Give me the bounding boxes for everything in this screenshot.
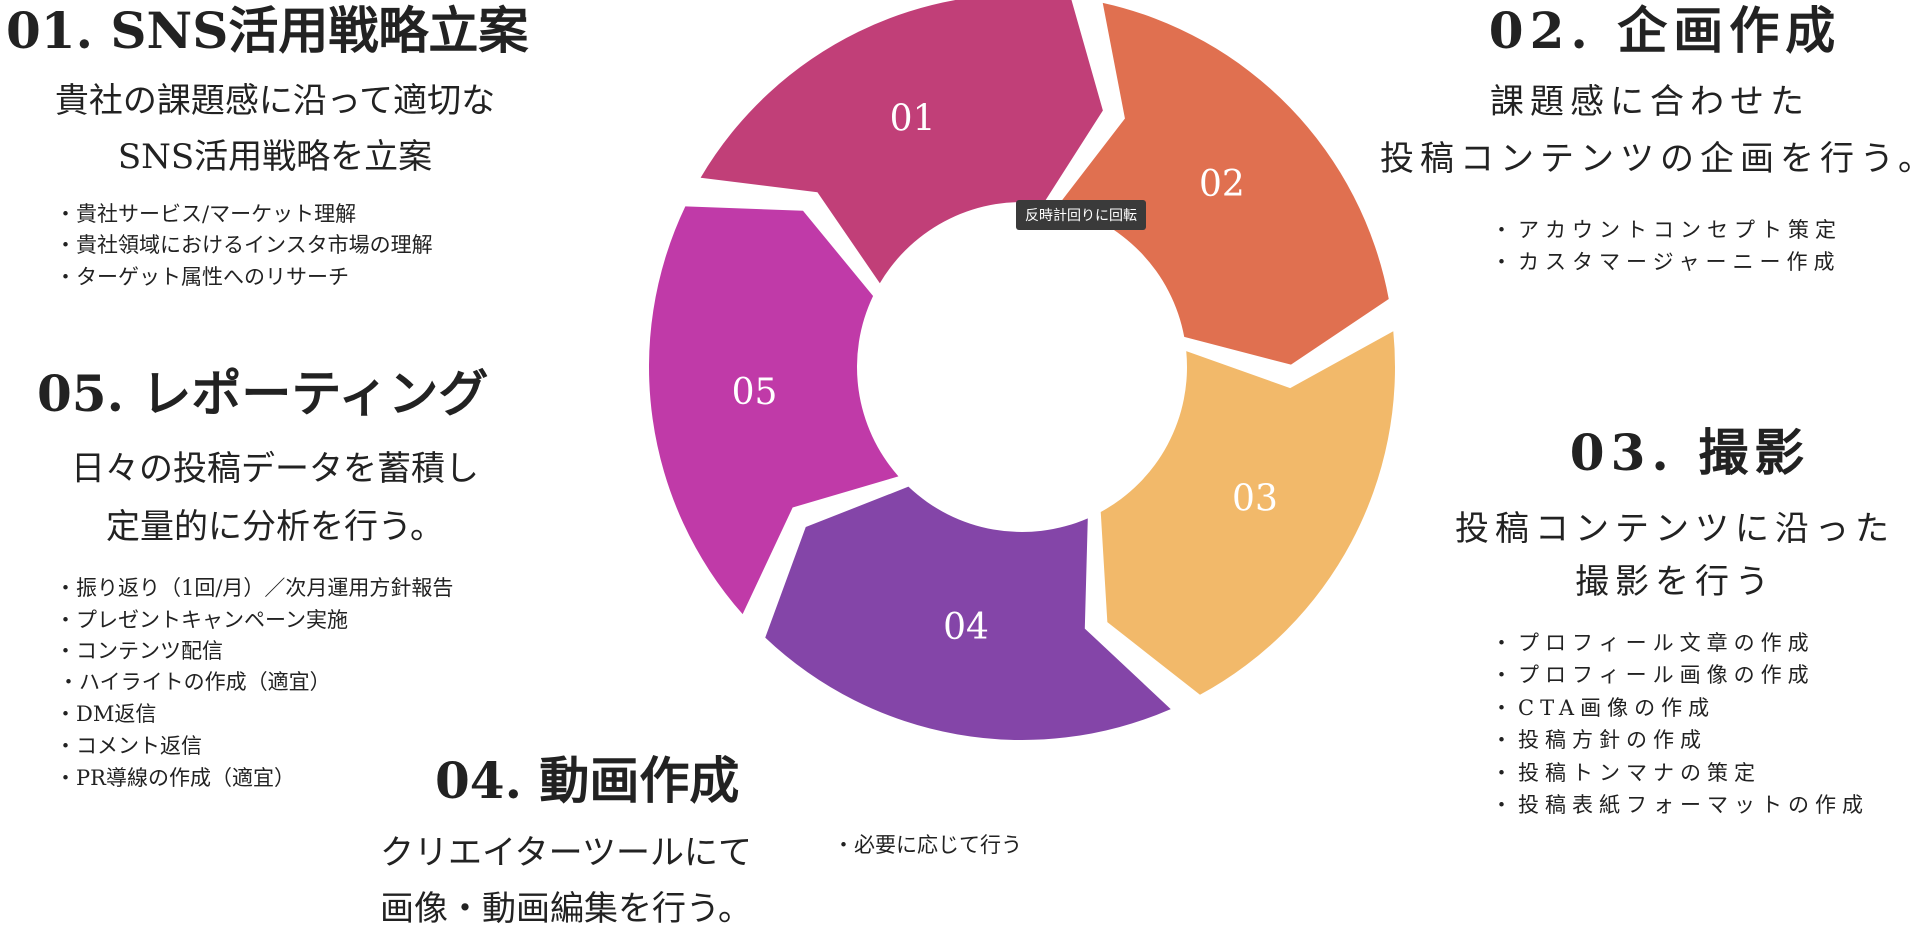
step-05-bullet: ・プレゼントキャンペーン実施 bbox=[55, 608, 348, 632]
cycle-segment-label: 04 bbox=[943, 607, 989, 648]
cycle-segment-label: 03 bbox=[1232, 479, 1278, 520]
step-03-title: 03. 撮影 bbox=[1569, 423, 1811, 482]
cycle-segment-label: 02 bbox=[1199, 164, 1245, 205]
step-05-bullet: ・コメント返信 bbox=[55, 734, 202, 758]
step-05-desc-line1: 日々の投稿データを蓄積し bbox=[71, 449, 479, 489]
step-05-bullet: ・DM返信 bbox=[55, 702, 157, 726]
step-05-bullet: ・ハイライトの作成（適宜） bbox=[58, 670, 331, 694]
step-01-bullet: ・ターゲット属性へのリサーチ bbox=[55, 265, 349, 289]
step-05-bullet: ・PR導線の作成（適宜） bbox=[55, 766, 295, 790]
step-02-desc-line1: 課題感に合わせた bbox=[1490, 82, 1810, 122]
step-04-bullet: ・必要に応じて行う bbox=[833, 833, 1022, 857]
step-03-bullet: ・投稿方針の作成 bbox=[1491, 728, 1707, 752]
cycle-segment-02 bbox=[1057, 2, 1389, 365]
step-01-desc-line2: SNS活用戦略を立案 bbox=[117, 137, 433, 177]
step-03-bullet: ・プロフィール文章の作成 bbox=[1491, 631, 1815, 655]
step-02-desc-line2: 投稿コンテンツの企画を行う。 bbox=[1380, 139, 1920, 179]
step-03-bullet: ・投稿トンマナの策定 bbox=[1491, 761, 1761, 785]
cycle-segment-03 bbox=[1100, 331, 1395, 695]
step-04-desc-line1: クリエイターツールにて bbox=[380, 833, 752, 873]
cycle-segment-05 bbox=[648, 206, 899, 615]
step-05-desc-line2: 定量的に分析を行う。 bbox=[106, 507, 444, 547]
step-02-bullet: ・カスタマージャーニー作成 bbox=[1491, 250, 1841, 274]
cycle-segment-label: 05 bbox=[732, 372, 778, 413]
step-03-bullet: ・CTA画像の作成 bbox=[1491, 696, 1716, 720]
rotate-tooltip: 反時計回りに回転 bbox=[1016, 200, 1146, 230]
step-03-bullet: ・投稿表紙フォーマットの作成 bbox=[1491, 793, 1869, 817]
step-03-desc-line1: 投稿コンテンツに沿った bbox=[1455, 509, 1895, 549]
step-01-bullet: ・貴社サービス/マーケット理解 bbox=[55, 202, 357, 226]
step-05-bullet: ・コンテンツ配信 bbox=[55, 639, 223, 663]
step-04-title: 04. 動画作成 bbox=[435, 751, 740, 810]
cycle-segment-01 bbox=[700, 0, 1103, 284]
step-02-title: 02. 企画作成 bbox=[1488, 1, 1842, 60]
step-04-desc-line2: 画像・動画編集を行う。 bbox=[380, 889, 752, 929]
step-01-title: 01. SNS活用戦略立案 bbox=[6, 1, 529, 60]
step-01-desc-line1: 貴社の課題感に沿って適切な bbox=[54, 81, 496, 121]
step-03-desc-line2: 撮影を行う bbox=[1575, 562, 1775, 602]
step-01-bullet: ・貴社領域におけるインスタ市場の理解 bbox=[55, 233, 433, 257]
cycle-segment-04 bbox=[765, 486, 1171, 740]
cycle-segment-label: 01 bbox=[890, 98, 936, 139]
step-05-title: 05. レポーティング bbox=[37, 364, 489, 423]
step-03-bullet: ・プロフィール画像の作成 bbox=[1491, 663, 1815, 687]
step-05-bullet: ・振り返り（1回/月）／次月運用方針報告 bbox=[55, 576, 454, 600]
step-02-bullet: ・アカウントコンセプト策定 bbox=[1491, 218, 1842, 242]
